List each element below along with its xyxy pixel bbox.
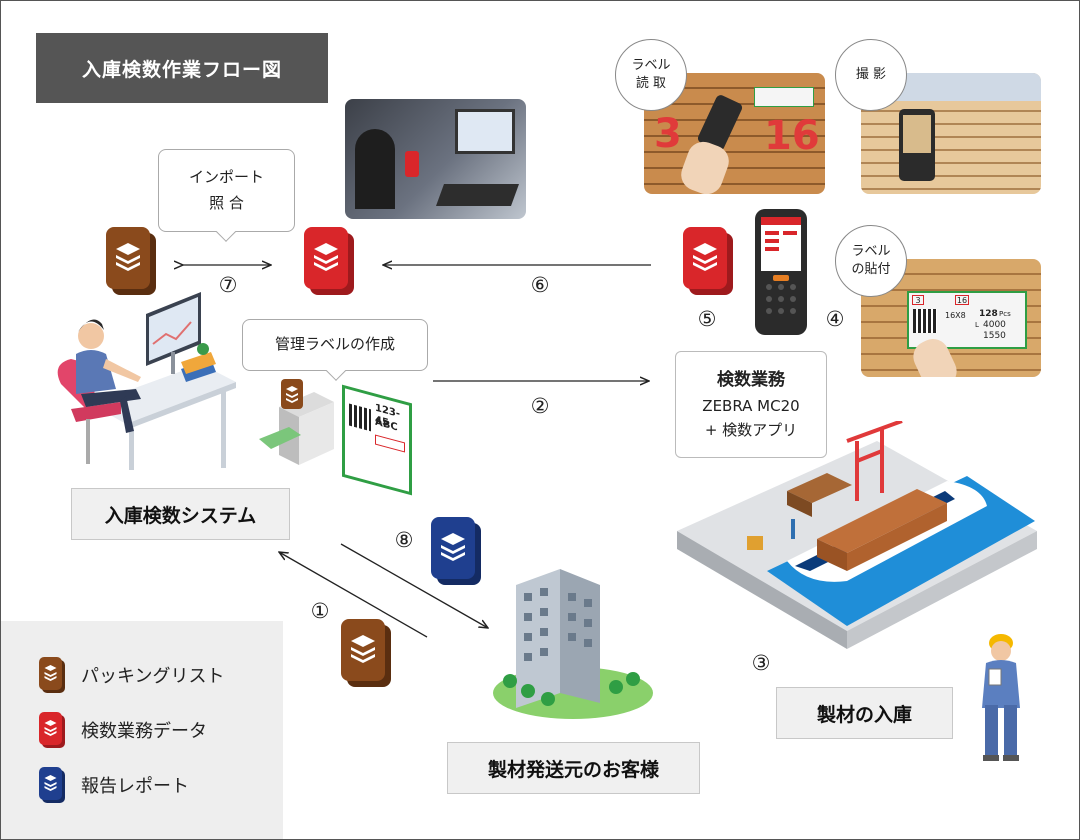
legend-inspection-icon [39, 712, 65, 748]
legend-packing-icon [39, 657, 65, 693]
inspection-data-icon-device [683, 227, 733, 295]
legend-report-icon [39, 767, 65, 803]
step-2: ② [530, 394, 550, 418]
legend-label-inspection: 検数業務データ [81, 721, 207, 742]
step-4: ④ [825, 307, 845, 331]
import-callout-line2: 照 合 [209, 193, 244, 212]
label-create-text: 管理ラベルの作成 [274, 335, 395, 354]
arrival-label: 製材の入庫 [776, 687, 953, 739]
inspection-device: ZEBRA MC20 [702, 397, 800, 416]
legend-label-packing: パッキングリスト [81, 666, 225, 687]
shoot-circle: 撮 影 [835, 39, 907, 111]
worker-illustration [982, 634, 1020, 761]
inspection-box: 検数業務 ZEBRA MC20 + 検数アプリ [675, 351, 827, 458]
office-photo [345, 99, 526, 219]
report-icon [431, 517, 481, 585]
handheld-scanner-illustration [755, 209, 807, 335]
customer-building-illustration [493, 569, 653, 719]
customer-label: 製材発送元のお客様 [447, 742, 700, 794]
step-5: ⑤ [697, 307, 717, 331]
legend: パッキングリスト 検数業務データ 報告レポート [1, 621, 283, 839]
port-ship-illustration [677, 421, 1037, 649]
system-label: 入庫検数システム [71, 488, 290, 540]
label-create-callout: 管理ラベルの作成 [242, 319, 428, 381]
step-8: ⑧ [394, 528, 414, 552]
step-6: ⑥ [530, 273, 550, 297]
inspection-title: 検数業務 [717, 369, 785, 390]
import-callout-line1: インポート [188, 168, 264, 186]
packing-list-icon [106, 227, 156, 295]
label-read-circle: ラベル 読 取 [615, 39, 687, 111]
step-7: ⑦ [218, 273, 238, 297]
legend-item-inspection: 検数業務データ [39, 712, 207, 748]
import-callout: インポート 照 合 [158, 149, 295, 242]
inspection-data-icon [304, 227, 354, 295]
legend-label-report: 報告レポート [81, 776, 189, 797]
packing-list-icon-customer [341, 619, 391, 687]
photographing-photo [861, 73, 1041, 194]
label-printer-illustration [259, 379, 334, 465]
arrow-8 [340, 543, 488, 628]
label-attach-circle: ラベル の貼付 [835, 225, 907, 297]
qr-code-icon [349, 403, 371, 432]
step-3: ③ [751, 651, 771, 675]
step-1: ① [310, 599, 330, 623]
legend-item-report: 報告レポート [39, 767, 189, 803]
inspection-app: + 検数アプリ [704, 421, 798, 440]
office-worker-illustration [57, 292, 236, 470]
printed-label: 123-45 ABC [342, 384, 412, 496]
legend-item-packing: パッキングリスト [39, 657, 224, 693]
arrow-1 [279, 552, 428, 638]
diagram-title: 入庫検数作業フロー図 [36, 33, 328, 103]
